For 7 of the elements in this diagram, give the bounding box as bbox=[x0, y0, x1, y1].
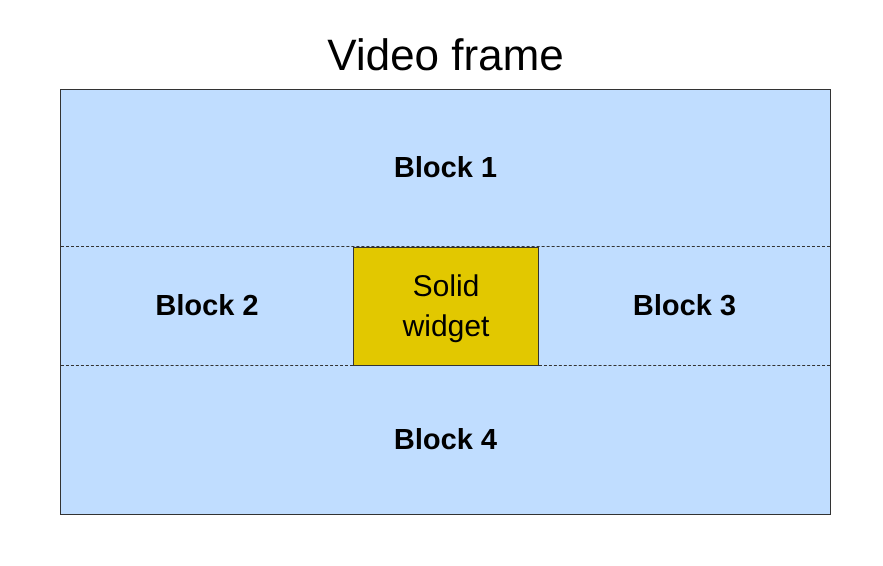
block-label: Block 3 bbox=[632, 290, 736, 322]
widget-label: Solid widget bbox=[402, 268, 490, 344]
widget-box bbox=[353, 247, 539, 366]
block-label: Block 2 bbox=[155, 290, 259, 322]
block-label: Block 4 bbox=[394, 424, 498, 456]
frame-title: Video frame bbox=[326, 30, 565, 82]
block-label: Block 1 bbox=[394, 152, 498, 184]
